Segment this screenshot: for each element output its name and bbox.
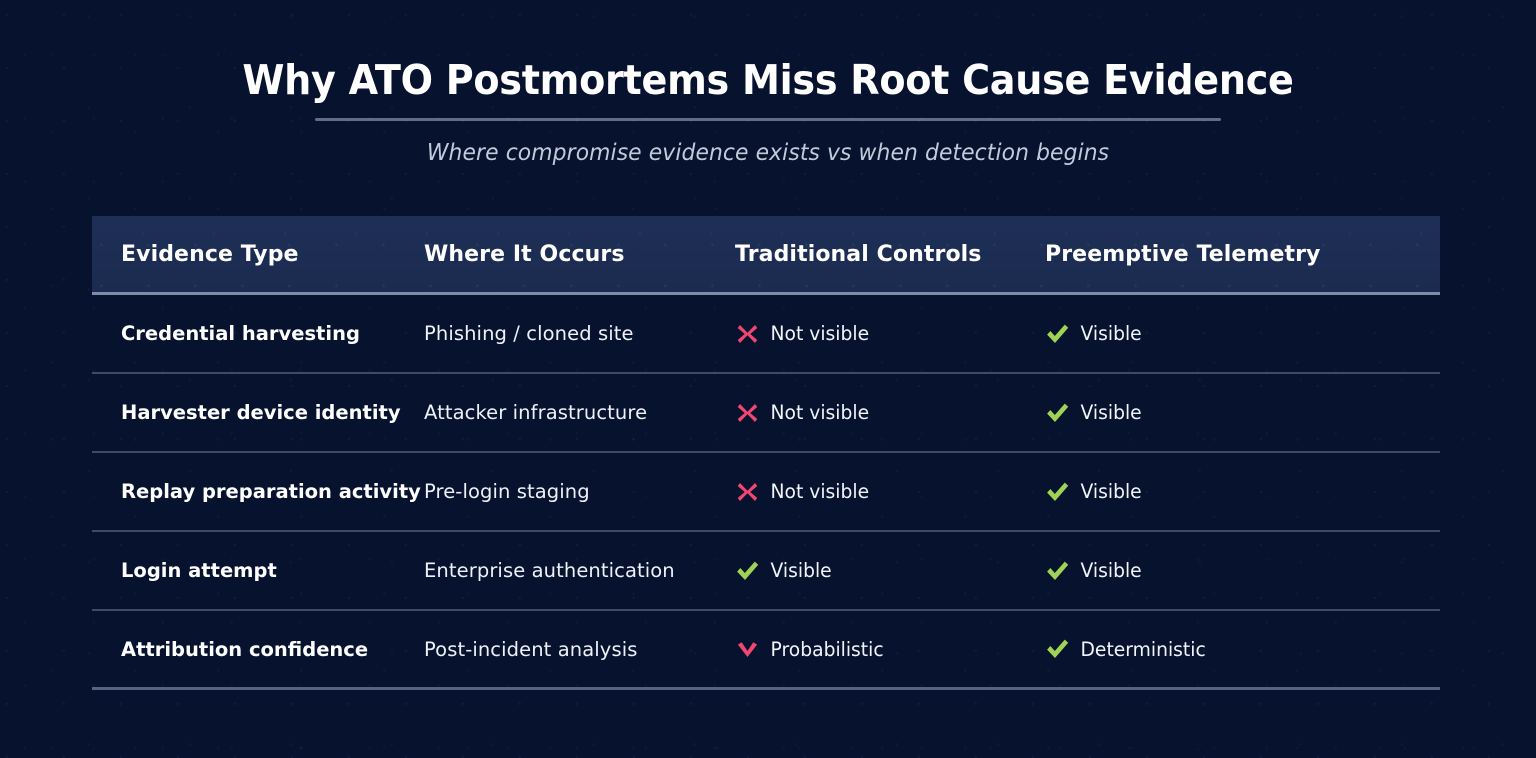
title-divider — [315, 118, 1221, 122]
column-header-preemptive-telemetry: Preemptive Telemetry — [1045, 241, 1321, 267]
status-traditional-controls: Not visible — [735, 321, 1033, 347]
status-label: Visible — [1080, 401, 1142, 424]
status-label: Probabilistic — [770, 637, 884, 661]
status-preemptive-telemetry: Visible — [1045, 400, 1424, 426]
page-subtitle: Where compromise evidence exists vs when… — [426, 140, 1110, 167]
check-icon — [1047, 482, 1069, 501]
status-label: Visible — [1080, 322, 1142, 345]
cell-where-it-occurs: Pre-login staging — [424, 480, 590, 503]
status-preemptive-telemetry: Deterministic — [1045, 636, 1424, 662]
check-icon — [1047, 403, 1069, 422]
table-row: Credential harvesting Phishing / cloned s… — [92, 295, 1440, 374]
check-icon — [1047, 324, 1069, 343]
table-row: Attribution confidence Post-incident anal… — [92, 611, 1440, 690]
cell-where-it-occurs: Enterprise authentication — [424, 559, 675, 582]
cross-icon — [737, 482, 758, 501]
table-header-row: Evidence Type Where It Occurs Traditiona… — [92, 216, 1440, 295]
chevron-down-icon — [737, 642, 758, 657]
status-label: Not visible — [770, 322, 870, 345]
cell-evidence-type: Replay preparation activity — [121, 480, 421, 503]
status-label: Visible — [1080, 480, 1142, 503]
page-title: Why ATO Postmortems Miss Root Cause Evid… — [242, 56, 1294, 104]
status-preemptive-telemetry: Visible — [1045, 479, 1424, 505]
table-body: Credential harvesting Phishing / cloned s… — [92, 295, 1440, 690]
header-block: Why ATO Postmortems Miss Root Cause Evid… — [0, 0, 1536, 166]
status-label: Not visible — [770, 401, 870, 424]
check-icon — [1047, 639, 1069, 658]
status-traditional-controls: Not visible — [735, 400, 1033, 426]
status-label: Visible — [1080, 559, 1142, 582]
cell-evidence-type: Credential harvesting — [121, 322, 360, 345]
cross-icon — [737, 324, 758, 343]
status-label: Deterministic — [1080, 637, 1206, 661]
cell-evidence-type: Login attempt — [121, 559, 277, 582]
column-header-traditional-controls: Traditional Controls — [735, 241, 982, 267]
column-header-where-it-occurs: Where It Occurs — [424, 241, 625, 267]
cell-where-it-occurs: Phishing / cloned site — [424, 322, 634, 345]
comparison-table: Evidence Type Where It Occurs Traditiona… — [92, 216, 1440, 690]
status-label: Not visible — [770, 480, 870, 503]
status-traditional-controls: Not visible — [735, 479, 1033, 505]
status-preemptive-telemetry: Visible — [1045, 558, 1424, 584]
status-preemptive-telemetry: Visible — [1045, 321, 1424, 347]
status-traditional-controls: Visible — [735, 558, 1033, 584]
table-row: Login attempt Enterprise authentication Vi… — [92, 532, 1440, 611]
column-header-evidence-type: Evidence Type — [121, 241, 299, 267]
table-row: Harvester device identity Attacker infras… — [92, 374, 1440, 453]
check-icon — [1047, 561, 1069, 580]
cell-evidence-type: Harvester device identity — [121, 401, 401, 424]
cross-icon — [737, 403, 758, 422]
check-icon — [737, 561, 759, 580]
cell-evidence-type: Attribution confidence — [121, 637, 369, 661]
status-traditional-controls: Probabilistic — [735, 636, 1033, 662]
cell-where-it-occurs: Post-incident analysis — [424, 637, 638, 661]
cell-where-it-occurs: Attacker infrastructure — [424, 401, 648, 424]
status-label: Visible — [770, 559, 832, 582]
